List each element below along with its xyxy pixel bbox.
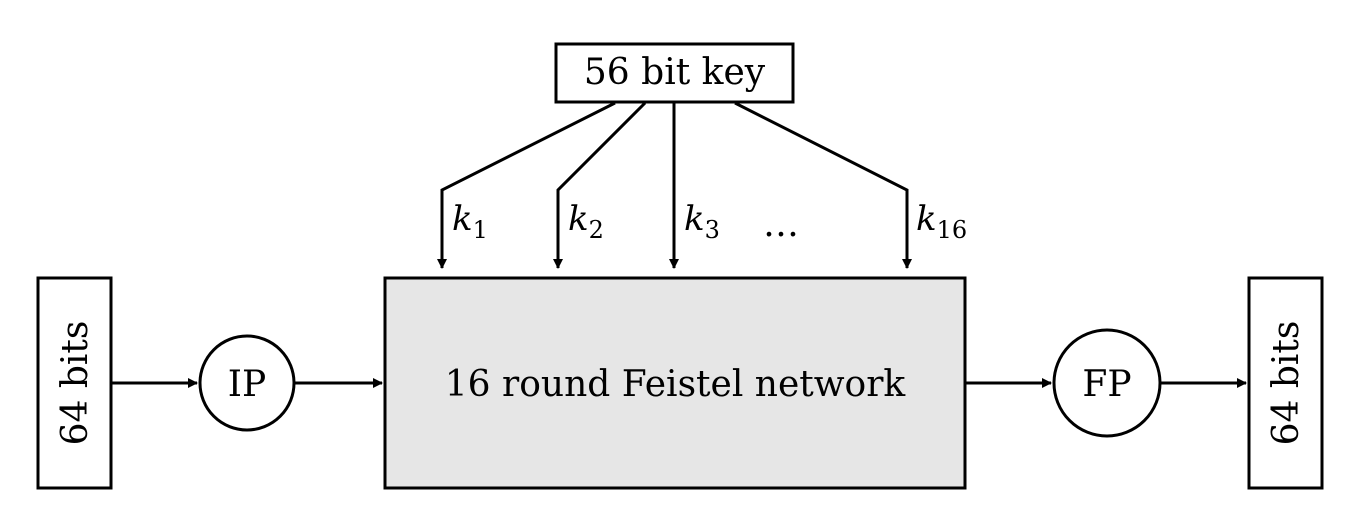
key-box: 56 bit key (554, 42, 795, 104)
subkey-arrows (437, 101, 912, 269)
output-block: 64 bits (1247, 276, 1324, 490)
key-box-label: 56 bit key (584, 52, 766, 93)
feistel-network-label: 16 round Feistel network (445, 364, 907, 405)
subkey-arrow-2 (553, 101, 647, 269)
initial-permutation-label: IP (228, 364, 266, 405)
output-block-label: 64 bits (1266, 321, 1307, 446)
subkey-label-2: k2 (568, 199, 604, 244)
input-block: 64 bits (36, 276, 113, 490)
final-permutation-node: FP (1052, 328, 1162, 438)
initial-permutation-node: IP (198, 334, 296, 432)
subkey-label-1: k1 (452, 199, 488, 244)
subkey-ellipsis: … (763, 204, 799, 245)
subkey-arrow-1 (437, 101, 616, 269)
final-permutation-label: FP (1082, 364, 1131, 405)
subkey-arrow-16 (734, 101, 912, 269)
input-block-label: 64 bits (55, 321, 96, 446)
subkey-label-16: k16 (916, 199, 967, 244)
subkey-label-3: k3 (684, 199, 720, 244)
feistel-network-box: 16 round Feistel network (383, 276, 967, 490)
